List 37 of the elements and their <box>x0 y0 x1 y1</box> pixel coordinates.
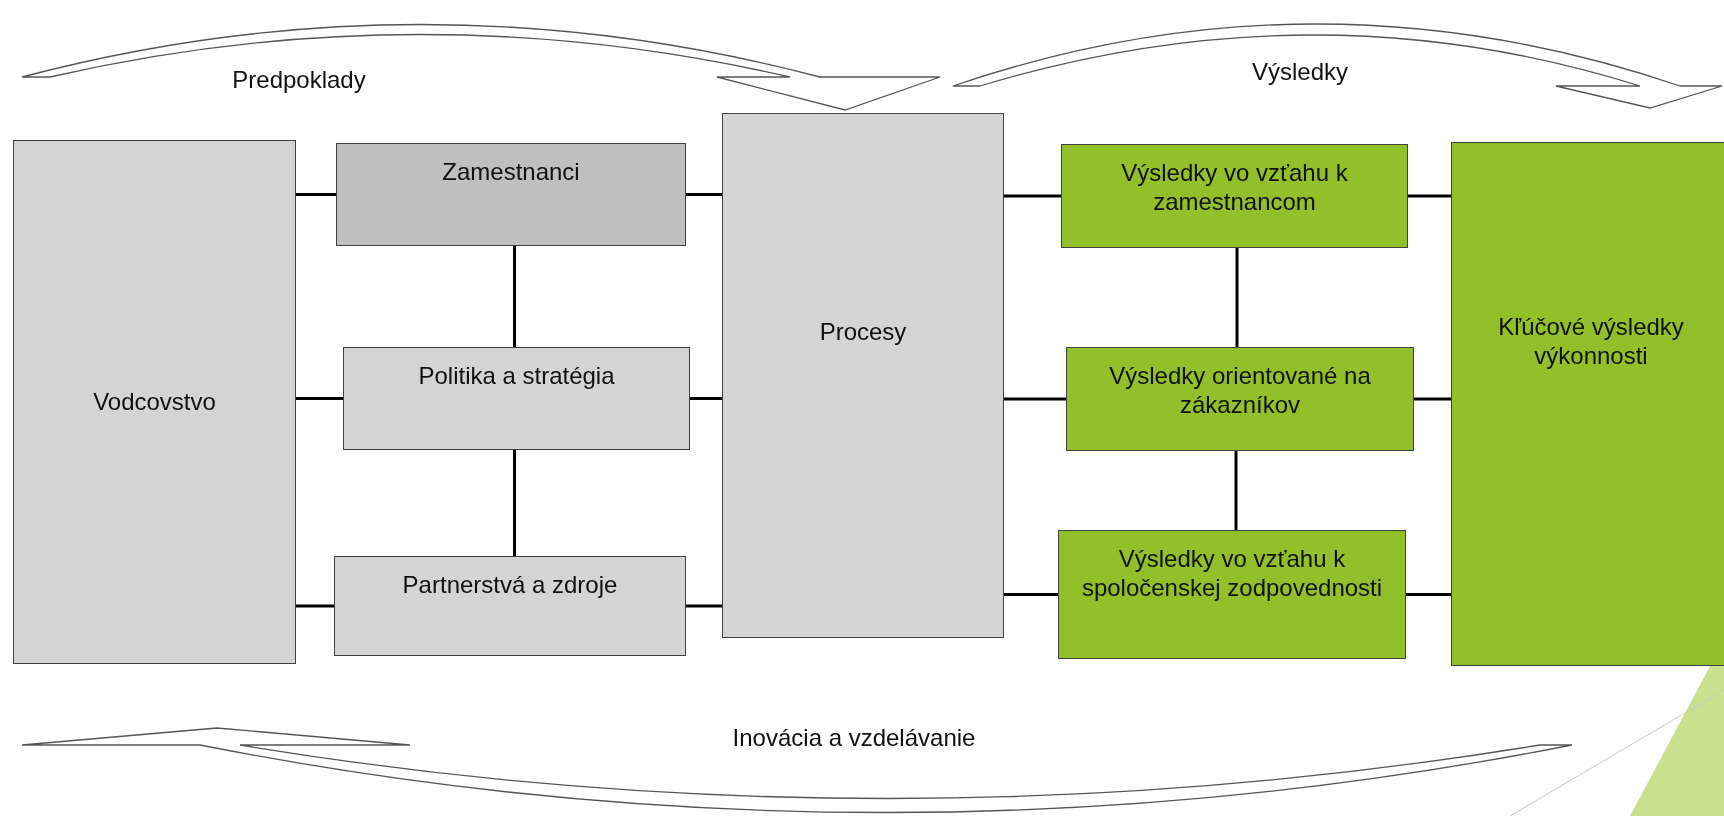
connector-line <box>1004 397 1066 401</box>
box-label: Partnerstvá a zdroje <box>402 571 618 600</box>
arrow-caption: Inovácia a vzdelávanie <box>732 724 976 752</box>
connector-line <box>296 397 343 400</box>
connector-line <box>690 397 722 400</box>
arrow-caption: Výsledky <box>1252 58 1348 86</box>
box-label: Zamestnanci <box>442 158 580 187</box>
connector-line <box>1004 593 1058 596</box>
connector-line <box>1004 194 1061 198</box>
connector-line <box>1408 194 1451 198</box>
box-label: Výsledky vo vzťahu k zamestnancom <box>1120 159 1349 217</box>
process-box <box>334 556 686 656</box>
process-box <box>1066 347 1414 451</box>
process-box <box>343 347 690 450</box>
box-label: Výsledky vo vzťahu k spoločenskej zodpovednosti <box>1080 545 1384 603</box>
connector-line <box>513 450 516 556</box>
connector-line <box>1406 593 1451 596</box>
connector-line <box>686 604 722 608</box>
process-box <box>1061 144 1408 248</box>
process-box <box>1058 530 1406 659</box>
box-label: Vodcovstvo <box>93 387 216 417</box>
connector-line <box>513 246 516 347</box>
process-box <box>1451 142 1724 666</box>
connector-line <box>686 193 722 196</box>
process-box <box>336 143 686 246</box>
box-label: Kľúčové výsledky výkonnosti <box>1497 313 1685 371</box>
arrow-caption: Predpoklady <box>232 66 366 94</box>
box-label: Politika a stratégia <box>418 362 615 391</box>
connector-line <box>1235 248 1239 347</box>
box-label: Procesy <box>819 318 907 347</box>
process-box <box>13 140 296 664</box>
connector-line <box>296 604 334 608</box>
connector-line <box>1234 451 1238 530</box>
connector-line <box>1414 397 1451 401</box>
connector-line <box>296 193 336 196</box>
process-box <box>722 113 1004 638</box>
box-label: Výsledky orientované na zákazníkov <box>1108 362 1372 420</box>
